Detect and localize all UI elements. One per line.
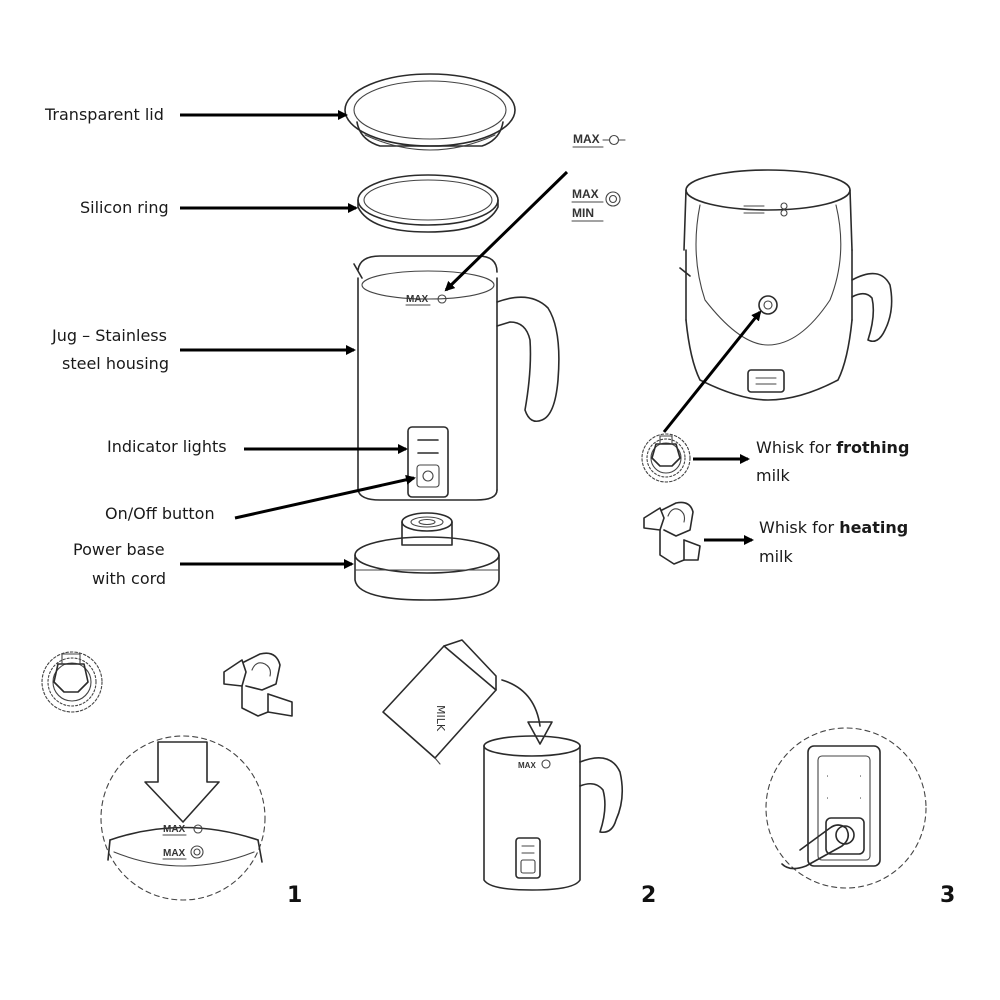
step1-max-heat: MAX: [163, 848, 186, 859]
max-min-marking-legend: MAX MIN: [571, 187, 621, 222]
step2-pour-arrowhead: [527, 721, 553, 745]
step1-heating-whisk-icon: [223, 652, 293, 717]
label-silicon-ring: Silicon ring: [80, 198, 169, 217]
label-jug-line1: Jug – Stainless: [51, 326, 167, 345]
legend-min-heat: MIN: [572, 206, 594, 220]
label-jug-line2: steel housing: [62, 354, 169, 373]
step2-max-marking: MAX: [518, 761, 536, 770]
label-power-base-line1: Power base: [73, 540, 165, 559]
step1-frothing-whisk-icon: [41, 651, 103, 713]
step1-magnified-view: [100, 735, 266, 901]
max-marking-arrow: [444, 170, 569, 292]
label-transparent-lid: Transparent lid: [44, 105, 164, 124]
legend-max-froth: MAX: [573, 132, 600, 146]
silicon-ring-illustration: [357, 174, 499, 233]
step3-magnified-panel: [765, 727, 927, 889]
label-heating-whisk: Whisk for heating: [759, 518, 908, 537]
label-power-base-line2: with cord: [92, 569, 166, 588]
label-indicator-lights: Indicator lights: [107, 437, 227, 456]
step2-milk-carton: [382, 639, 497, 765]
jug-interior-illustration: [679, 169, 893, 401]
label-frothing-milk: milk: [756, 466, 790, 485]
step2-carton-label: MILK: [434, 705, 447, 732]
step1-max-froth: MAX: [163, 824, 186, 835]
step-3-number: 3: [940, 883, 955, 908]
frothing-whisk-icon: [641, 433, 691, 483]
onoff-arrow: [234, 474, 416, 520]
power-base-illustration: [354, 512, 500, 601]
label-heating-milk: milk: [759, 547, 793, 566]
step-1-number: 1: [287, 883, 302, 908]
step-2-number: 2: [641, 883, 656, 908]
step2-jug-illustration: [483, 735, 624, 891]
whisk-post-arrow: [662, 310, 762, 433]
step2-pour-curve: [501, 679, 541, 727]
finger-illustration: [781, 824, 850, 870]
jug-illustration: [353, 255, 560, 501]
label-onoff-button: On/Off button: [105, 504, 215, 523]
transparent-lid-illustration: [344, 73, 516, 151]
legend-max-heat: MAX: [572, 187, 599, 201]
max-marking-legend: MAX: [572, 132, 626, 148]
jug-max-marking: MAX: [406, 294, 429, 305]
label-frothing-whisk: Whisk for frothing: [756, 438, 909, 457]
heating-whisk-icon: [643, 501, 701, 565]
